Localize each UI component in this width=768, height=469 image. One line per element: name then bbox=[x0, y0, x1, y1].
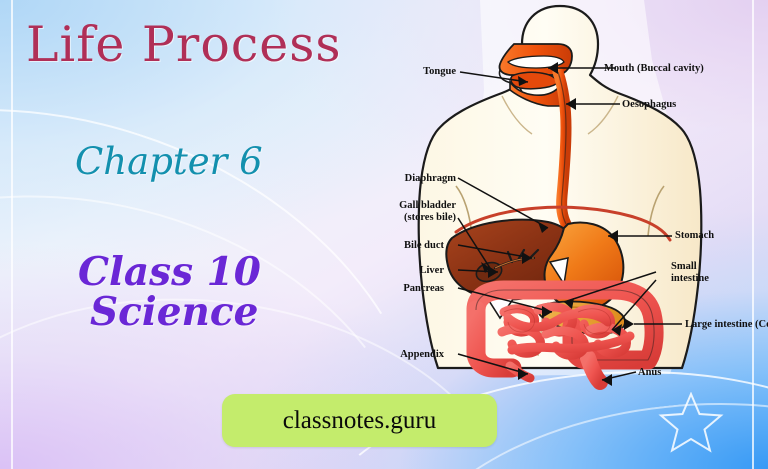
decorative-vertical-line-right bbox=[752, 0, 754, 469]
label-pancreas: Pancreas bbox=[403, 283, 444, 294]
label-liver: Liver bbox=[419, 265, 445, 276]
label-tongue: Tongue bbox=[423, 66, 456, 77]
class-line-1: Class 10 bbox=[78, 249, 261, 295]
class-subject-label: Class 10 Science bbox=[78, 252, 261, 332]
label-gall-bladder: Gall bladder (stores bile) bbox=[306, 200, 456, 224]
digestive-system-illustration bbox=[417, 0, 703, 390]
page-title: Life Process bbox=[26, 16, 342, 73]
star-icon bbox=[658, 392, 724, 453]
brand-label: classnotes.guru bbox=[282, 406, 437, 434]
digestive-system-diagram: Tongue Diaphragm Gall bladder (stores bi… bbox=[352, 0, 768, 400]
label-gall-bladder-line2: (stores bile) bbox=[403, 211, 456, 223]
brand-button[interactable]: classnotes.guru bbox=[222, 394, 497, 447]
label-small-intestine: Small intestine bbox=[671, 261, 709, 285]
label-diaphragm: Diaphragm bbox=[404, 173, 456, 184]
decorative-vertical-line-left bbox=[11, 0, 13, 469]
label-anus: Anus bbox=[638, 367, 662, 378]
label-mouth: Mouth (Buccal cavity) bbox=[604, 63, 704, 74]
chapter-label: Chapter 6 bbox=[75, 140, 263, 183]
label-large-intestine: Large intestine (Colon) bbox=[685, 319, 768, 330]
label-bile-duct: Bile duct bbox=[404, 240, 444, 251]
label-oesophagus: Oesophagus bbox=[622, 99, 677, 110]
label-small-intestine-line1: Small bbox=[671, 261, 697, 272]
class-line-2: Science bbox=[90, 289, 259, 336]
label-stomach: Stomach bbox=[675, 230, 715, 241]
label-gall-bladder-line1: Gall bladder bbox=[399, 200, 456, 211]
label-appendix: Appendix bbox=[400, 349, 444, 360]
label-small-intestine-line2: intestine bbox=[671, 272, 709, 284]
